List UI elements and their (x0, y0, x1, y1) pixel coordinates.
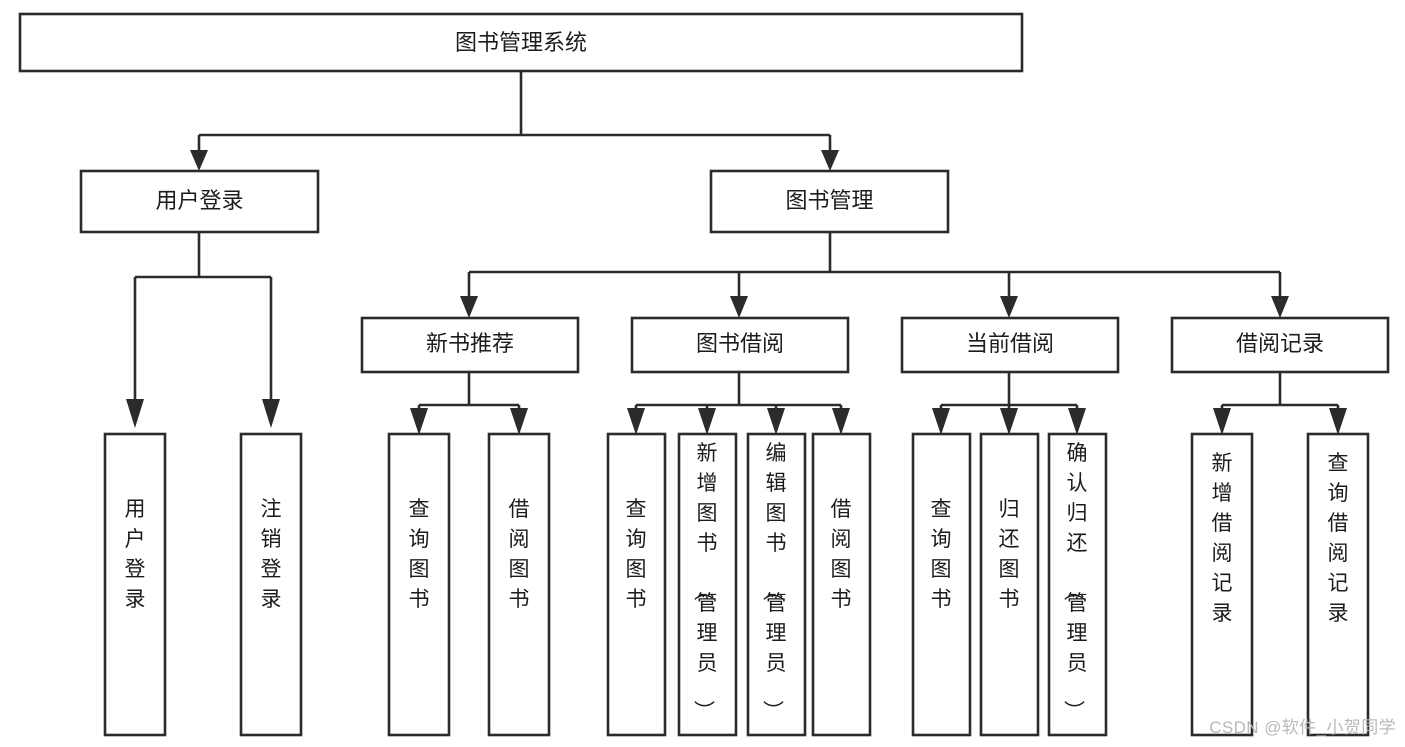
arrowhead-new-book (460, 296, 478, 318)
leaf-book-borrow-borrow-box[interactable] (811, 432, 872, 737)
leaf-user-login-logout[interactable]: 注销登录 (239, 432, 303, 737)
node-book-borrow-box[interactable] (630, 316, 850, 374)
node-book-management[interactable]: 图书管理 (709, 169, 950, 234)
leaf-new-book-query[interactable]: 查询图书 (387, 432, 451, 737)
leaf-current-borrow-return[interactable]: 归还图书 (979, 432, 1040, 737)
leaf-book-borrow-add[interactable]: 新增图书（管理员） (677, 432, 738, 737)
leaf-current-borrow-confirm-box[interactable] (1047, 432, 1108, 737)
arrowhead-newbook-leaf2 (510, 408, 528, 435)
arrowhead-borrow-record (1271, 296, 1289, 318)
arrowhead-currentborrow-leaf2 (1000, 408, 1018, 435)
node-current-borrow-label: 当前借阅 (966, 331, 1054, 356)
leaf-book-borrow-query-box[interactable] (606, 432, 667, 737)
leaf-new-book-borrow[interactable]: 借阅图书 (487, 432, 551, 737)
node-borrow-record-box[interactable] (1170, 316, 1390, 374)
node-root-label: 图书管理系统 (455, 30, 587, 55)
leaf-borrow-record-add-label: 新增借阅记录 (1212, 452, 1233, 625)
leaf-current-borrow-query-label: 查询图书 (931, 498, 952, 611)
node-root-box[interactable] (18, 12, 1024, 73)
node-new-book-recommend-box[interactable] (360, 316, 580, 374)
arrowhead-currentborrow-leaf1 (932, 408, 950, 435)
leaf-user-login-login[interactable]: 用户登录 (103, 432, 167, 737)
leaf-book-borrow-add-box[interactable] (677, 432, 738, 737)
node-book-management-box[interactable] (709, 169, 950, 234)
node-borrow-record[interactable]: 借阅记录 (1170, 316, 1390, 374)
arrowhead-bookborrow-leaf4 (832, 408, 850, 435)
arrowhead-bookborrow-leaf2 (698, 408, 716, 435)
arrowhead-borrowrecord-leaf2 (1329, 408, 1347, 435)
leaf-book-borrow-query-label: 查询图书 (626, 498, 647, 611)
leaf-book-borrow-query[interactable]: 查询图书 (606, 432, 667, 737)
leaf-borrow-record-query-box[interactable] (1306, 432, 1370, 737)
leaf-new-book-query-label: 查询图书 (409, 498, 430, 611)
leaf-current-borrow-return-label: 归还图书 (999, 498, 1020, 611)
arrowhead-leaf-user-login (126, 399, 144, 428)
node-current-borrow-box[interactable] (900, 316, 1120, 374)
node-user-login-box[interactable] (79, 169, 320, 234)
leaf-book-borrow-edit-box[interactable] (746, 432, 807, 737)
leaf-user-login-logout-box[interactable] (239, 432, 303, 737)
node-user-login[interactable]: 用户登录 (79, 169, 320, 234)
leaf-current-borrow-return-box[interactable] (979, 432, 1040, 737)
leaf-borrow-record-add-box[interactable] (1190, 432, 1254, 737)
arrowhead-book-borrow (730, 296, 748, 318)
arrowhead-leaf-logout (262, 399, 280, 428)
leaf-borrow-record-query-label: 查询借阅记录 (1328, 452, 1349, 625)
leaf-current-borrow-confirm-label: 确认归还（管理员） (1062, 442, 1088, 721)
arrowhead-borrowrecord-leaf1 (1213, 408, 1231, 435)
node-user-login-label: 用户登录 (155, 188, 243, 213)
leaf-user-login-logout-label: 注销登录 (261, 498, 282, 611)
leaf-book-borrow-edit-label: 编辑图书（管理员） (761, 442, 787, 721)
arrowhead-user-login (190, 150, 208, 171)
node-book-borrow[interactable]: 图书借阅 (630, 316, 850, 374)
leaf-current-borrow-query-box[interactable] (911, 432, 972, 737)
leaf-book-borrow-add-label: 新增图书（管理员） (692, 442, 718, 721)
leaf-book-borrow-edit[interactable]: 编辑图书（管理员） (746, 432, 807, 737)
leaf-borrow-record-query[interactable]: 查询借阅记录 (1306, 432, 1370, 737)
arrowhead-currentborrow-leaf3 (1068, 408, 1086, 435)
leaf-user-login-login-box[interactable] (103, 432, 167, 737)
leaf-new-book-query-box[interactable] (387, 432, 451, 737)
arrowhead-bookborrow-leaf1 (627, 408, 645, 435)
arrowhead-bookborrow-leaf3 (767, 408, 785, 435)
node-current-borrow[interactable]: 当前借阅 (900, 316, 1120, 374)
node-new-book-recommend[interactable]: 新书推荐 (360, 316, 580, 374)
connector-layer (126, 71, 1347, 435)
node-book-management-label: 图书管理 (785, 188, 873, 213)
arrowhead-newbook-leaf1 (410, 408, 428, 435)
leaf-borrow-record-add[interactable]: 新增借阅记录 (1190, 432, 1254, 737)
leaf-current-borrow-query[interactable]: 查询图书 (911, 432, 972, 737)
arrowhead-current-borrow (1000, 296, 1018, 318)
csdn-watermark: CSDN @软件_小贺同学 (1209, 718, 1396, 737)
node-borrow-record-label: 借阅记录 (1236, 331, 1324, 356)
leaf-new-book-borrow-label: 借阅图书 (509, 498, 530, 611)
node-new-book-recommend-label: 新书推荐 (426, 331, 514, 356)
leaf-current-borrow-confirm[interactable]: 确认归还（管理员） (1047, 432, 1108, 737)
leaf-new-book-borrow-box[interactable] (487, 432, 551, 737)
node-book-borrow-label: 图书借阅 (696, 331, 784, 356)
leaf-book-borrow-borrow[interactable]: 借阅图书 (811, 432, 872, 737)
arrowhead-book-mgmt (821, 150, 839, 171)
node-root-book-management-system[interactable]: 图书管理系统 (18, 12, 1024, 73)
leaf-user-login-login-label: 用户登录 (125, 498, 146, 611)
leaf-book-borrow-borrow-label: 借阅图书 (831, 498, 852, 611)
